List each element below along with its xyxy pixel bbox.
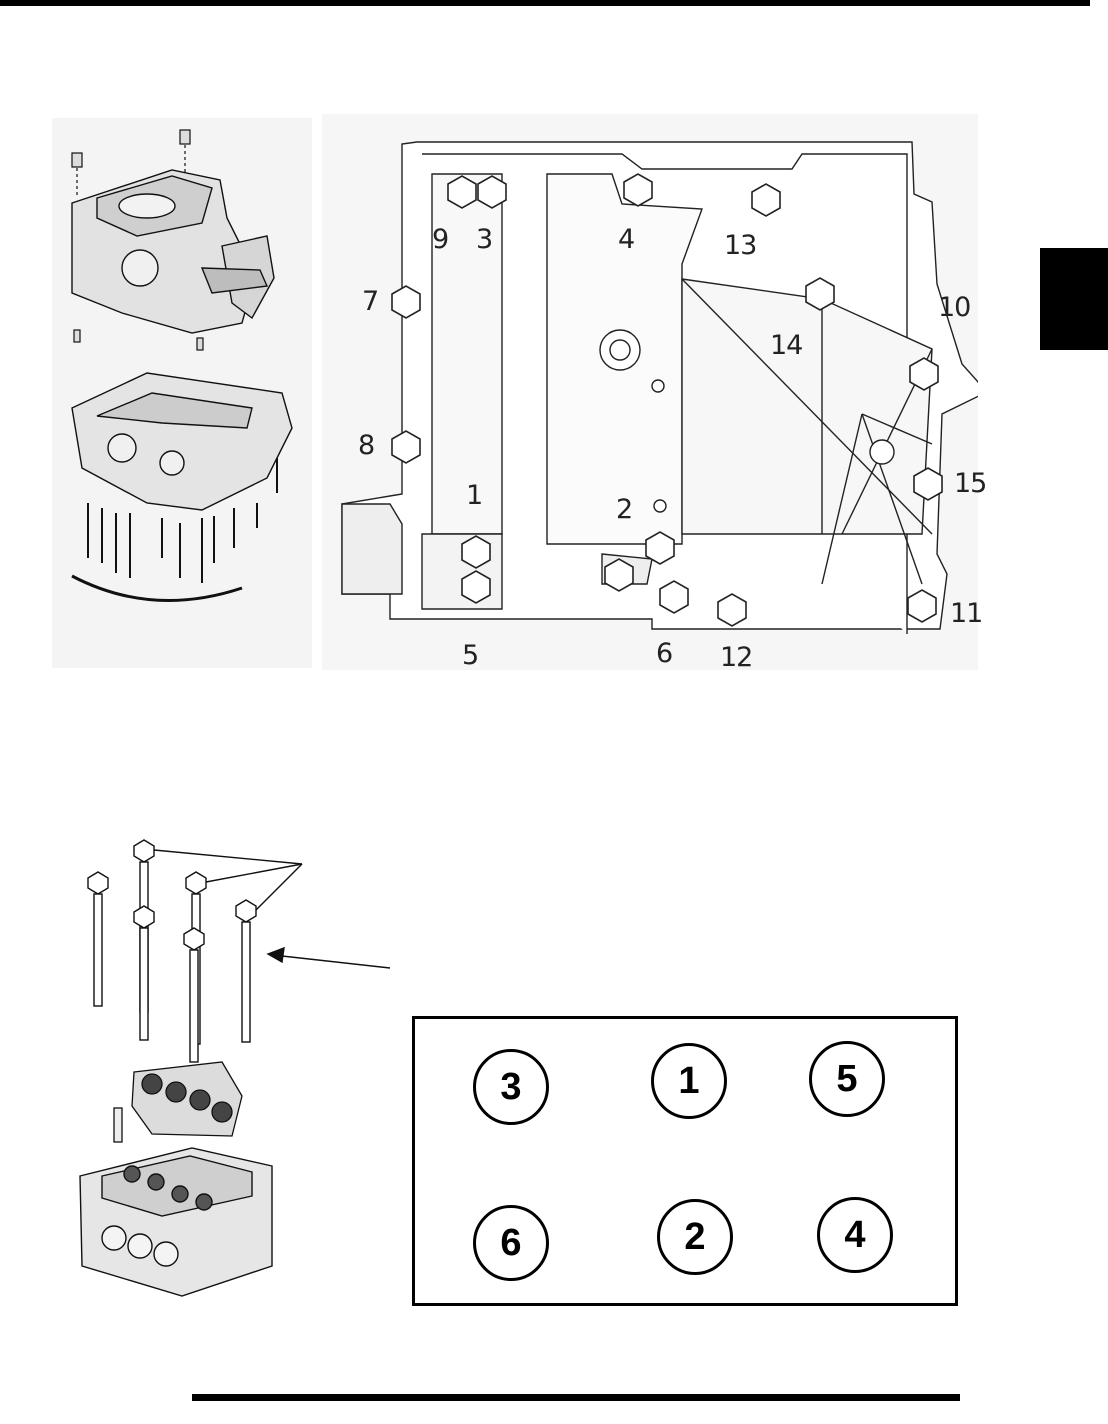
callout-bolt-6: 6 [656,640,672,667]
crankcase-bolt-pattern-diagram [322,114,978,670]
callout-bolt-14: 14 [770,332,802,359]
callout-bolt-3: 3 [476,226,492,253]
sequence-circle-5: 5 [809,1041,885,1117]
section-tab [1040,248,1108,350]
sequence-circle-4: 4 [817,1197,893,1273]
crankcase-exploded-illustration [52,118,312,668]
sequence-circle-3: 3 [473,1049,549,1125]
callout-bolt-11: 11 [950,600,982,627]
callout-bolt-1: 1 [466,482,482,509]
sequence-circle-1: 1 [651,1043,727,1119]
head-torque-sequence-box: 3 1 5 6 2 4 [412,1016,958,1306]
callout-bolt-10: 10 [938,294,970,321]
sequence-circle-2: 2 [657,1199,733,1275]
cylinder-head-bolts-illustration [72,836,402,1316]
callout-bolt-9: 9 [432,226,448,253]
bottom-rule [192,1394,960,1401]
callout-bolt-4: 4 [618,226,634,253]
callout-bolt-7: 7 [362,288,378,315]
top-rule [0,0,1090,6]
sequence-circle-6: 6 [473,1205,549,1281]
callout-bolt-5: 5 [462,642,478,669]
callout-bolt-2: 2 [616,496,632,523]
callout-bolt-15: 15 [954,470,986,497]
callout-bolt-13: 13 [724,232,756,259]
callout-bolt-8: 8 [358,432,374,459]
callout-bolt-12: 12 [720,644,752,671]
